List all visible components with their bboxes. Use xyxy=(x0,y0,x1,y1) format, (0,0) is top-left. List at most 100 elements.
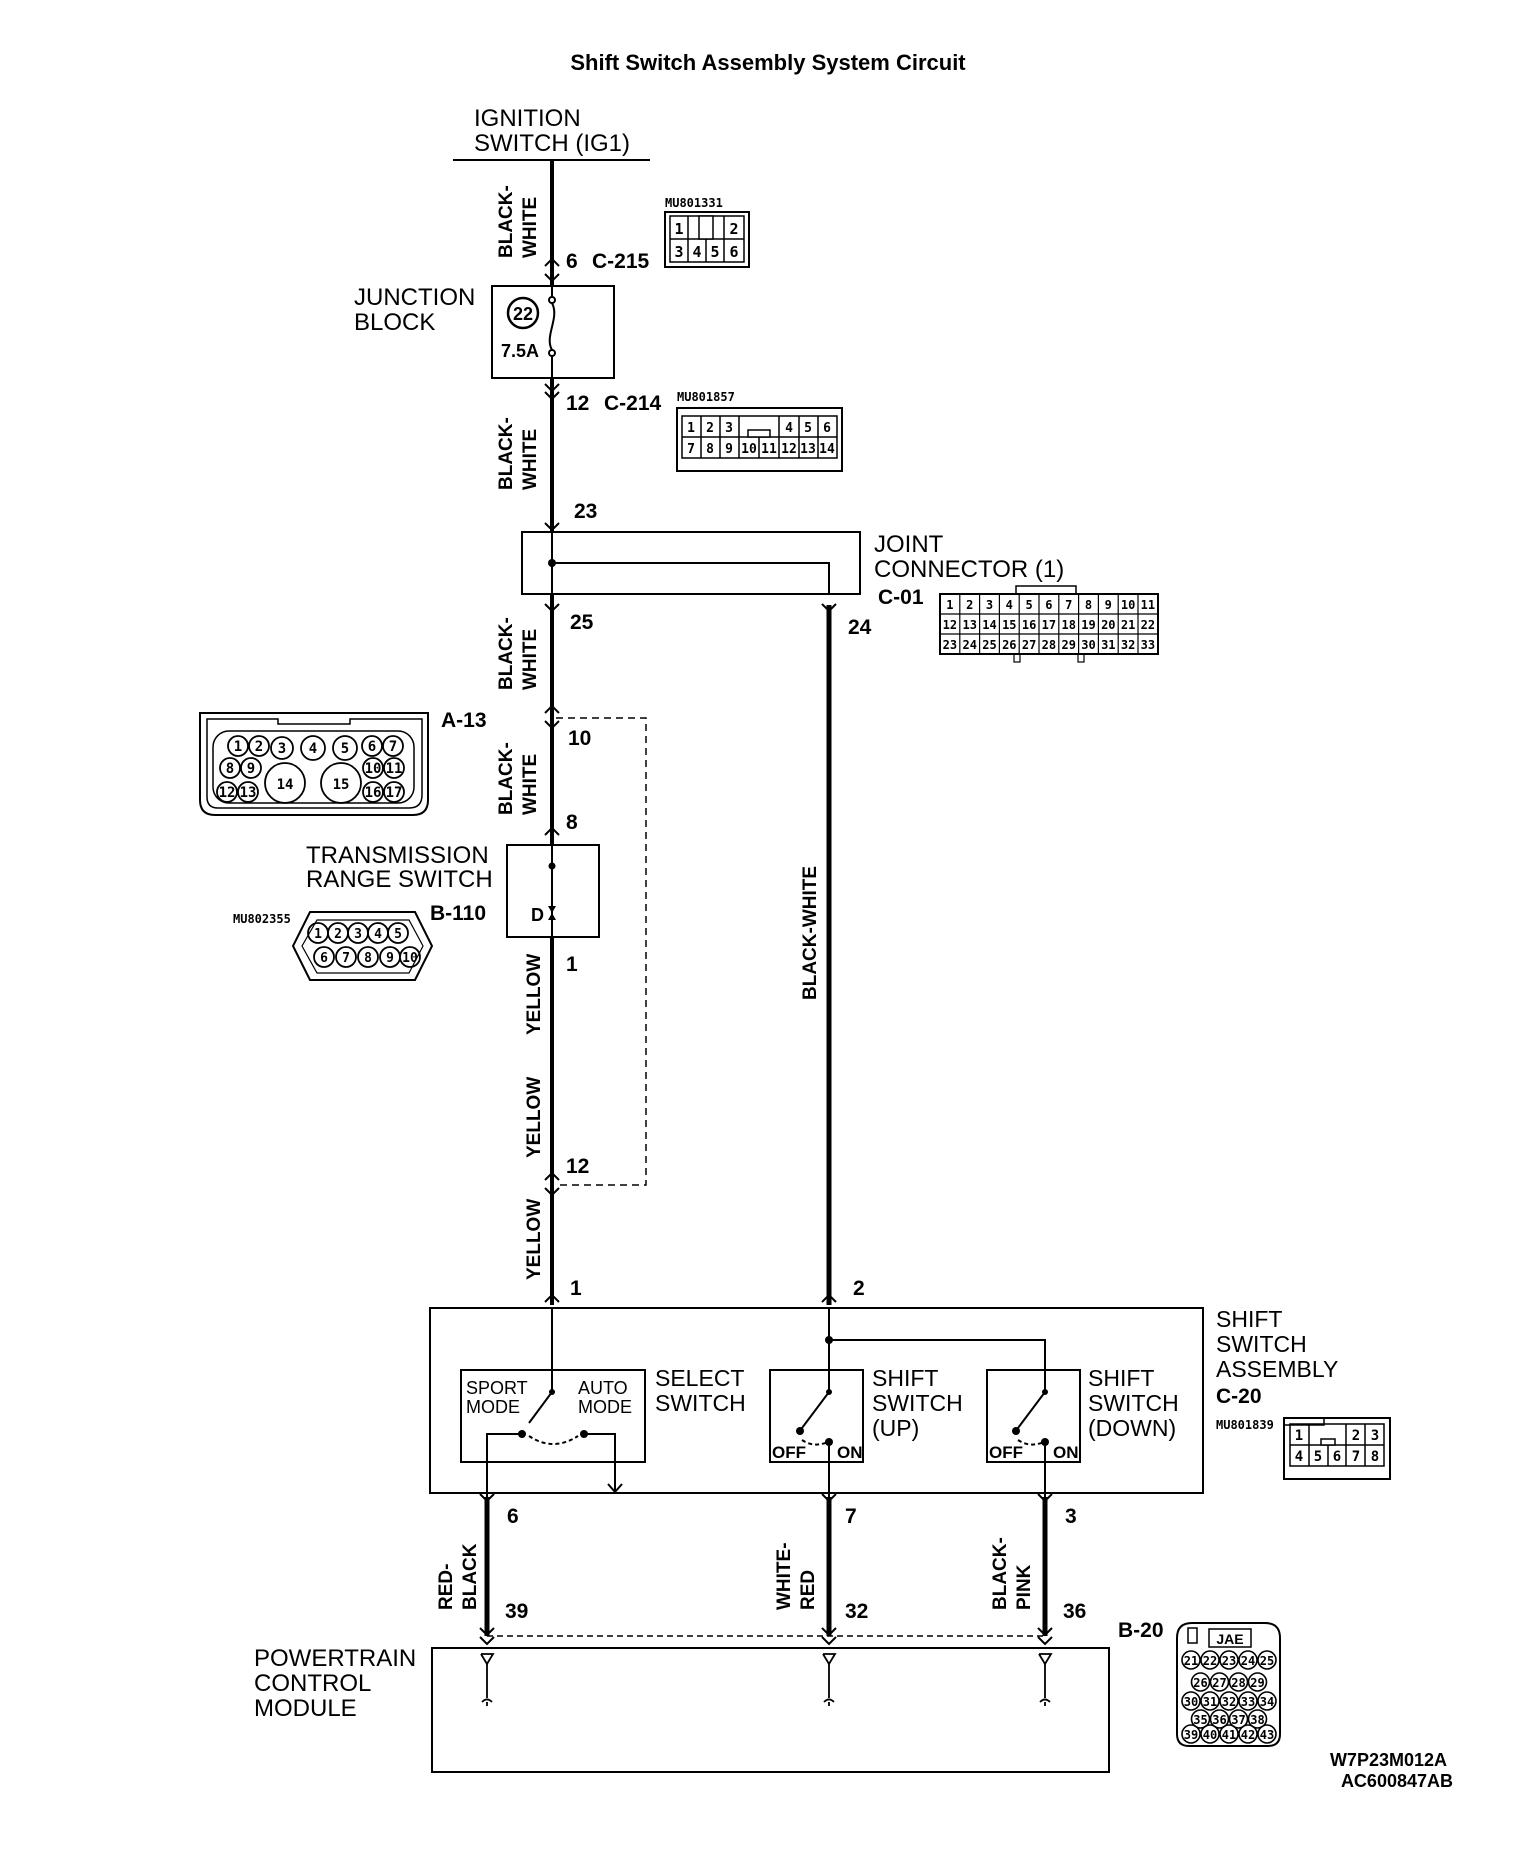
select-switch-label-line1: SELECT xyxy=(655,1365,744,1391)
select-switch: SPORT MODE AUTO MODE SELECT SWITCH xyxy=(460,1365,746,1502)
ignition-label-line2: SWITCH (IG1) xyxy=(474,130,630,157)
b110-pin-cell: 9 xyxy=(386,951,394,966)
wire-color-labels: BLACK- WHITE BLACK- WHITE BLACK- WHITE B… xyxy=(436,185,1035,1610)
b110-pin-circle xyxy=(357,946,379,968)
b20-pin-circle xyxy=(1257,1650,1277,1670)
shift-up-off: OFF xyxy=(772,1443,806,1462)
shift-down-on: ON xyxy=(1053,1443,1079,1462)
shift-switch-up: OFF ON SHIFT SWITCH (UP) xyxy=(769,1365,963,1502)
c01-pin-cell: 17 xyxy=(1042,618,1056,632)
a13-pin-circle xyxy=(300,735,326,761)
b20-pin-circle xyxy=(1200,1691,1220,1711)
b20-pin-cell: 24 xyxy=(1241,1654,1255,1668)
c20-pin1: 1 xyxy=(570,1277,582,1300)
b110-pin-circle xyxy=(335,946,357,968)
c01-pin-cell: 12 xyxy=(943,618,957,632)
figure-code: AC600847AB xyxy=(1341,1771,1453,1791)
a13-pin-cell: 16 xyxy=(365,785,382,801)
c215-pin-cell: 6 xyxy=(729,243,738,261)
c214-pin-cell: 6 xyxy=(823,421,831,436)
shift-down-label-line2: SWITCH xyxy=(1088,1390,1179,1416)
c214-pin-cell: 14 xyxy=(819,442,835,457)
a13-pin-circle xyxy=(320,762,362,804)
splice-dot xyxy=(548,559,556,567)
b20-pin-circle xyxy=(1219,1724,1239,1744)
c214-pin-cell: 5 xyxy=(804,421,812,436)
b110-pin-cell: 5 xyxy=(394,927,402,942)
ignition-switch: IGNITION SWITCH (IG1) xyxy=(453,105,650,161)
b110-pin-in: 8 xyxy=(566,811,578,834)
b20-pin-cell: 33 xyxy=(1241,1695,1255,1709)
a13-pin-cell: 8 xyxy=(226,761,234,777)
b20-pin-cell: 29 xyxy=(1250,1676,1264,1690)
a13-pin-cell: 15 xyxy=(333,777,350,793)
fuse-number: 22 xyxy=(513,304,533,324)
select-switch-label-line2: SWITCH xyxy=(655,1390,746,1416)
c01-pin-cell: 7 xyxy=(1065,598,1072,612)
c01-pin-cell: 26 xyxy=(1002,638,1016,652)
b20-pin-cell: 27 xyxy=(1212,1676,1226,1690)
c20-output-pin-numbers: 6 7 3 xyxy=(507,1505,1077,1528)
c20-pin-cell: 7 xyxy=(1352,1449,1360,1465)
b20-pin-circle xyxy=(1181,1691,1201,1711)
b110-pin-out: 1 xyxy=(566,953,578,976)
c01-pin-cell: 32 xyxy=(1121,638,1135,652)
wire-bw4-line1: BLACK- xyxy=(496,742,517,815)
b20-pin32: 32 xyxy=(845,1600,868,1623)
wire-black-white-long: BLACK-WHITE xyxy=(800,866,821,1000)
wire-bw3-line2: WHITE xyxy=(520,629,541,690)
fuse-icon xyxy=(548,286,556,378)
b20-pin-circle xyxy=(1181,1724,1201,1744)
c20-pin-cell: 4 xyxy=(1295,1449,1303,1465)
a13-pin-cell: 17 xyxy=(386,785,403,801)
b20-pin-cell: 41 xyxy=(1222,1728,1236,1742)
b110-pin-circle xyxy=(387,922,409,944)
c01-pin-cell: 8 xyxy=(1085,598,1092,612)
c20-label: C-20 xyxy=(1216,1385,1262,1408)
b110-label: B-110 xyxy=(430,902,486,925)
pcm-label-line2: CONTROL xyxy=(254,1670,371,1697)
pcm-input-icons xyxy=(480,1653,1053,1706)
b110-pin-cell: 4 xyxy=(374,927,382,942)
trs-label-line2: RANGE SWITCH xyxy=(306,866,493,893)
transmission-range-switch: 8 TRANSMISSION RANGE SWITCH D B-110 1 MU… xyxy=(233,811,600,981)
c20-pin-cell: 2 xyxy=(1352,1428,1360,1444)
c215-pin-cell: 2 xyxy=(729,220,738,238)
select-auto-line1: AUTO xyxy=(578,1378,628,1398)
c01-pin-cell: 3 xyxy=(986,598,993,612)
c01-label: C-01 xyxy=(878,586,924,609)
c20-pin2: 2 xyxy=(853,1277,865,1300)
c01-pin-cell: 22 xyxy=(1141,618,1155,632)
wire-bw4-line2: WHITE xyxy=(520,754,541,815)
select-sport-line1: SPORT xyxy=(466,1378,528,1398)
shift-down-label-line3: (DOWN) xyxy=(1088,1415,1176,1441)
a13-pin-cell: 4 xyxy=(309,741,317,757)
b20-pin-cell: 38 xyxy=(1250,1713,1264,1727)
b20-pin-cell: 21 xyxy=(1184,1654,1198,1668)
c214-part-number: MU801857 xyxy=(677,390,735,404)
b110-pin-cell: 10 xyxy=(402,951,418,966)
b20-pin-cell: 28 xyxy=(1231,1676,1245,1690)
c214-pin-cell: 4 xyxy=(785,421,793,436)
c01-pin-cell: 31 xyxy=(1101,638,1115,652)
b110-part-number: MU802355 xyxy=(233,912,291,926)
b20-pin-cell: 23 xyxy=(1222,1654,1236,1668)
junction-block-label-line2: BLOCK xyxy=(354,309,435,336)
a13-pin-cell: 13 xyxy=(240,785,257,801)
junction-block-label-line1: JUNCTION xyxy=(354,284,475,311)
c20-pin6: 6 xyxy=(507,1505,519,1528)
c214-pin: 12 xyxy=(566,392,589,415)
c214-pin-cell: 12 xyxy=(781,442,797,457)
c01-pin-in: 23 xyxy=(574,500,597,523)
b20-brand: JAE xyxy=(1216,1631,1243,1647)
c215-pin-cell: 3 xyxy=(674,243,683,261)
b20-pin-cell: 39 xyxy=(1184,1728,1198,1742)
b110-pin-cell: 7 xyxy=(342,951,350,966)
shift-switch-down: OFF ON SHIFT SWITCH (DOWN) xyxy=(986,1365,1179,1502)
c01-pin-cell: 25 xyxy=(982,638,996,652)
